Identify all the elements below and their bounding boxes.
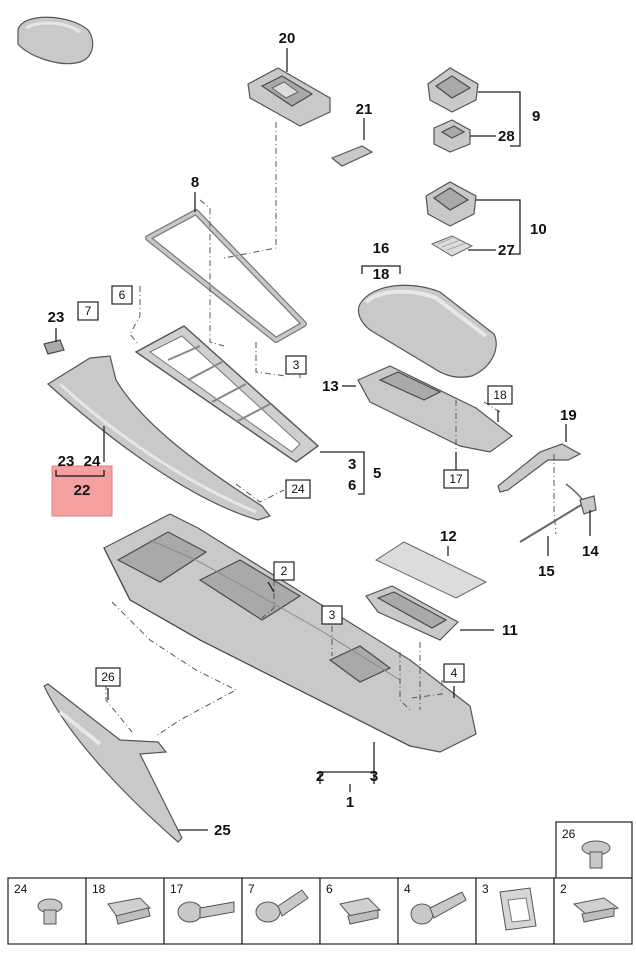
callout-labels: 20 21 9 28 8 10 27 16 18 23 13 19 3 5 6 …: [48, 30, 600, 839]
fastener-6-icon: [339, 897, 381, 925]
part-28: [433, 119, 471, 153]
fastener-18-icon: [107, 897, 151, 925]
part-23-clip: [43, 339, 65, 355]
label-1: 1: [346, 794, 354, 811]
box-17: 17: [449, 472, 463, 486]
box-24: 24: [291, 482, 305, 496]
highlight-label-22: 22: [74, 482, 91, 499]
label-10: 10: [530, 221, 547, 238]
fastener-24-icon: [37, 898, 63, 925]
highlight-part-22[interactable]: 23 24 22: [51, 453, 113, 517]
fastener-label-6: 6: [326, 882, 333, 896]
part-9: [427, 67, 479, 113]
label-3-console: 3: [370, 768, 378, 785]
boxed-references: 7 6 3 24 18 17 2 3 4 26: [77, 285, 513, 687]
fastener-label-24: 24: [14, 882, 28, 896]
part-20-shift-cover: [247, 67, 331, 127]
part-14-15-cable: [519, 483, 597, 543]
part-1-center-console: [103, 513, 477, 753]
highlight-label-24: 24: [84, 453, 101, 470]
fastener-7-icon: [255, 889, 309, 923]
part-27: [430, 235, 474, 257]
part-25-side-panel: [43, 683, 183, 843]
fastener-label-7: 7: [248, 882, 255, 896]
label-11: 11: [502, 622, 518, 639]
part-21: [330, 145, 374, 167]
label-25: 25: [214, 822, 231, 839]
part-22-side-trim: [47, 355, 272, 521]
highlight-label-23: 23: [58, 453, 75, 470]
part-13-armrest-base: [357, 365, 513, 453]
label-8: 8: [191, 174, 199, 191]
fastener-label-3: 3: [482, 882, 489, 896]
label-27: 27: [498, 242, 515, 259]
label-9: 9: [532, 108, 540, 125]
fastener-label-26: 26: [562, 827, 576, 841]
label-19: 19: [560, 407, 577, 424]
part-11-tray: [365, 585, 459, 641]
fastener-label-2: 2: [560, 882, 567, 896]
fastener-4-icon: [410, 891, 467, 925]
label-23: 23: [48, 309, 65, 326]
fastener-2-icon: [572, 897, 620, 923]
fastener-label-17: 17: [170, 882, 184, 896]
box-18: 18: [493, 388, 507, 402]
label-14: 14: [582, 543, 599, 560]
box-6: 6: [119, 288, 126, 302]
part-8-trim-frame: [145, 209, 307, 343]
label-21: 21: [356, 101, 373, 118]
part-5-console-frame: [134, 325, 320, 463]
label-12: 12: [440, 528, 457, 545]
leader-lines: [55, 48, 591, 831]
fastener-3-icon: [499, 887, 537, 931]
label-16: 16: [373, 240, 390, 257]
part-19-bracket: [497, 443, 582, 493]
fastener-26-icon: [581, 840, 611, 869]
box-3-console: 3: [329, 608, 336, 622]
part-10: [425, 181, 477, 227]
label-13: 13: [322, 378, 339, 395]
fastener-label-4: 4: [404, 882, 411, 896]
box-26: 26: [101, 670, 115, 684]
label-18: 18: [373, 266, 390, 283]
box-3-frame: 3: [293, 358, 300, 372]
fastener-label-18: 18: [92, 882, 106, 896]
label-6: 6: [348, 477, 356, 494]
box-7: 7: [85, 304, 92, 318]
label-20: 20: [279, 30, 296, 47]
part-12-pad: [374, 541, 488, 599]
box-4: 4: [451, 666, 458, 680]
label-2-console: 2: [316, 768, 324, 785]
box-2: 2: [281, 564, 288, 578]
cushion-part: [17, 16, 94, 65]
label-15: 15: [538, 563, 555, 580]
label-28: 28: [498, 128, 515, 145]
label-3-frame: 3: [348, 456, 356, 473]
part-16-armrest: [357, 284, 497, 378]
fastener-table: 26 24 18 17 7 6 4 3 2: [7, 821, 633, 945]
fastener-17-icon: [177, 901, 235, 923]
label-5: 5: [373, 465, 381, 482]
